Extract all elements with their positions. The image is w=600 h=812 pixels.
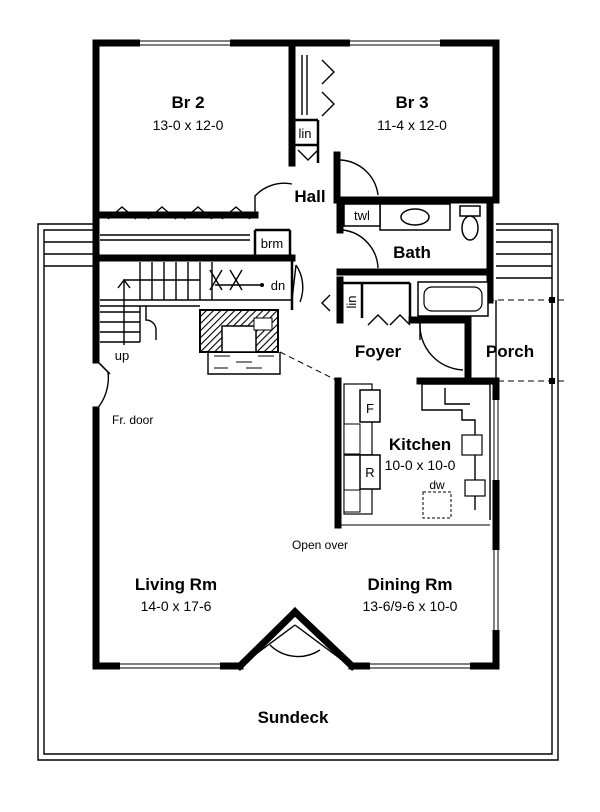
fridge-label: F	[366, 401, 374, 416]
range-label: R	[365, 465, 374, 480]
dw-label: dw	[429, 478, 445, 492]
br3-size: 11-4 x 12-0	[377, 117, 447, 133]
fireplace	[199, 309, 339, 382]
kitchen-name: Kitchen	[389, 435, 451, 454]
dining-size: 13-6/9-6 x 10-0	[363, 598, 458, 614]
up-label: up	[115, 348, 129, 363]
bay-door	[247, 624, 343, 661]
open-over-label: Open over	[292, 538, 348, 552]
front-door-label: Fr. door	[112, 413, 153, 427]
lin-foyer-label: lin	[344, 295, 359, 308]
bath-fixtures	[343, 203, 489, 317]
kitchen-size: 10-0 x 10-0	[385, 457, 456, 473]
bath-name: Bath	[393, 243, 431, 262]
sundeck-name: Sundeck	[258, 708, 329, 727]
brm-label: brm	[261, 236, 283, 251]
windows	[120, 39, 500, 670]
living-name: Living Rm	[135, 575, 217, 594]
exterior-walls	[92, 39, 500, 671]
living-size: 14-0 x 17-6	[141, 598, 212, 614]
br3-closet	[301, 55, 335, 117]
br2-size: 13-0 x 12-0	[153, 117, 224, 133]
sundeck-railing	[37, 223, 559, 761]
hall-name: Hall	[294, 187, 325, 206]
br3-name: Br 3	[395, 93, 428, 112]
dining-name: Dining Rm	[368, 575, 453, 594]
br2-closet	[100, 206, 251, 241]
porch-outline	[468, 297, 565, 384]
dn-label: dn	[271, 278, 285, 293]
doors	[95, 149, 464, 411]
room-labels: Br 2 13-0 x 12-0 Br 3 11-4 x 12-0 Hall B…	[135, 93, 534, 727]
kitchen-fixtures	[338, 383, 491, 526]
foyer-name: Foyer	[355, 342, 402, 361]
interior-walls	[92, 39, 500, 529]
stairs	[100, 262, 292, 345]
lin-top-label: lin	[298, 126, 311, 141]
twl-label: twl	[354, 208, 370, 223]
porch-name: Porch	[486, 342, 534, 361]
fixture-labels: lin twl brm dn up Fr. door F R dw Open o…	[112, 126, 445, 552]
br2-name: Br 2	[171, 93, 204, 112]
